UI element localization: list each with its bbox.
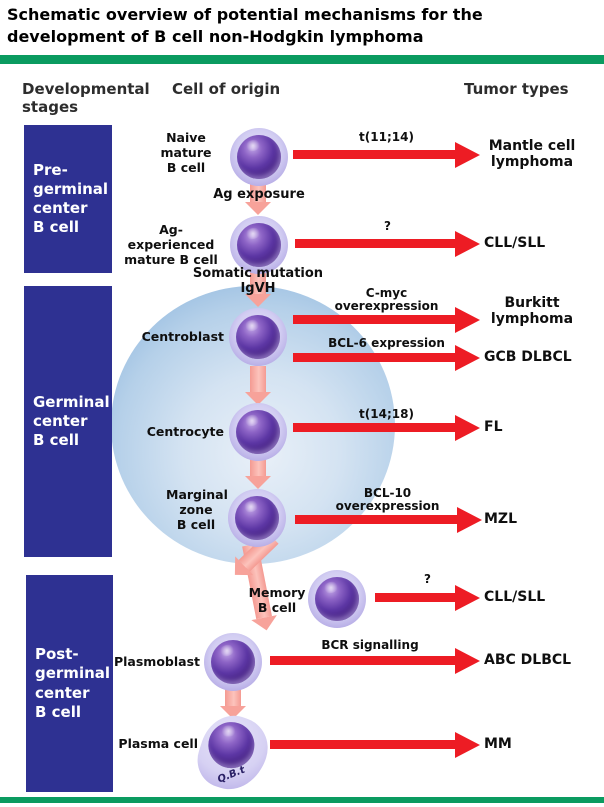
tumor-gcb-dlbcl: GCB DLBCL	[484, 348, 572, 365]
cell-plasmoblast	[204, 633, 262, 691]
cell-nucleus	[237, 223, 281, 267]
tumor-burkitt-lymphoma: Burkitt lymphoma	[490, 294, 574, 327]
mechanism-question-2: ?	[424, 572, 431, 586]
column-header-developmental-stages: Developmental stages	[22, 80, 150, 116]
mechanism-question-1: ?	[384, 219, 391, 233]
bottom-green-divider	[0, 797, 604, 803]
page-title: Schematic overview of potential mechanis…	[7, 5, 483, 46]
tumor-abc-dlbcl: ABC DLBCL	[484, 651, 572, 668]
label-marginal-zone-b-cell: Marginal zone B cell	[166, 487, 228, 532]
cell-nucleus	[211, 640, 255, 684]
stage-box-germinal: Germinal center B cell	[24, 286, 112, 557]
process-label-ag-exposure: Ag exposure	[213, 187, 305, 202]
cell-memory-b	[308, 570, 366, 628]
arrow-agexperienced-to-centroblast	[250, 272, 266, 294]
label-naive-mature-b-cell: Naive mature B cell	[160, 130, 212, 175]
tumor-cll-sll-1: CLL/SLL	[484, 234, 546, 251]
cell-naive-mature-b	[230, 128, 288, 186]
arrow-centroblast-to-gcb-dlbcl	[293, 353, 455, 362]
stage-box-pre-germinal: Pre- germinal center B cell	[24, 125, 112, 273]
process-label-somatic-mutation-igvh: Somatic mutation IgVH	[192, 266, 324, 296]
mechanism-t14-18: t(14;18)	[359, 407, 414, 421]
mechanism-c-myc-overexpression: C-myc overexpression	[334, 286, 439, 314]
arrow-centroblast-to-centrocyte	[250, 366, 266, 392]
arrow-centrocyte-to-fl	[293, 423, 455, 432]
label-plasmoblast: Plasmoblast	[113, 654, 200, 669]
cell-nucleus	[237, 135, 281, 179]
label-centroblast: Centroblast	[141, 329, 224, 344]
tumor-mantle-cell-lymphoma: Mantle cell lymphoma	[488, 137, 576, 170]
cell-marginal-zone-b	[228, 489, 286, 547]
plasma-cell-scribble: Q.B.t	[216, 764, 247, 786]
cell-centrocyte	[229, 403, 287, 461]
cell-centroblast	[229, 308, 287, 366]
column-header-cell-of-origin: Cell of origin	[172, 80, 281, 98]
label-memory-b-cell: Memory B cell	[248, 585, 306, 615]
arrow-centroblast-to-burkitt	[293, 315, 455, 324]
cell-nucleus	[235, 496, 279, 540]
stage-box-post-germinal: Post- germinal center B cell	[26, 575, 113, 792]
label-plasma-cell: Plasma cell	[118, 736, 198, 751]
column-header-tumor-types: Tumor types	[464, 80, 569, 98]
arrow-plasmoblast-to-abc-dlbcl	[270, 656, 455, 665]
arrow-agexperienced-to-cll-sll	[295, 239, 455, 248]
tumor-mzl: MZL	[484, 510, 518, 527]
cell-plasma: Q.B.t	[190, 707, 276, 799]
cell-nucleus	[236, 410, 280, 454]
cell-nucleus	[202, 716, 261, 775]
cell-nucleus	[236, 315, 280, 359]
mechanism-t11-14: t(11;14)	[359, 130, 414, 144]
mechanism-bcl6-expression: BCL-6 expression	[328, 336, 445, 350]
arrow-memory-to-cll-sll	[375, 593, 455, 602]
arrow-naive-to-agexperienced	[250, 184, 266, 202]
tumor-fl: FL	[484, 418, 503, 435]
arrow-naive-to-mantle-cell-lymphoma	[293, 150, 455, 159]
arrow-plasmacell-to-mm	[270, 740, 455, 749]
cell-nucleus	[315, 577, 359, 621]
tumor-mm: MM	[484, 735, 512, 752]
arrow-centrocyte-to-marginalzone	[250, 459, 266, 476]
arrow-marginalzone-to-mzl	[295, 515, 457, 524]
arrow-plasmoblast-to-plasmacell	[225, 689, 241, 706]
mechanism-bcl10-overexpression: BCL-10 overexpression	[335, 486, 440, 514]
tumor-cll-sll-2: CLL/SLL	[484, 588, 546, 605]
mechanism-bcr-signalling: BCR signalling	[321, 638, 419, 652]
top-green-divider	[0, 55, 604, 64]
label-ag-experienced-mature-b-cell: Ag-experienced mature B cell	[124, 222, 218, 267]
cell-ag-experienced-mature-b	[230, 216, 288, 274]
label-centrocyte: Centrocyte	[146, 424, 224, 439]
